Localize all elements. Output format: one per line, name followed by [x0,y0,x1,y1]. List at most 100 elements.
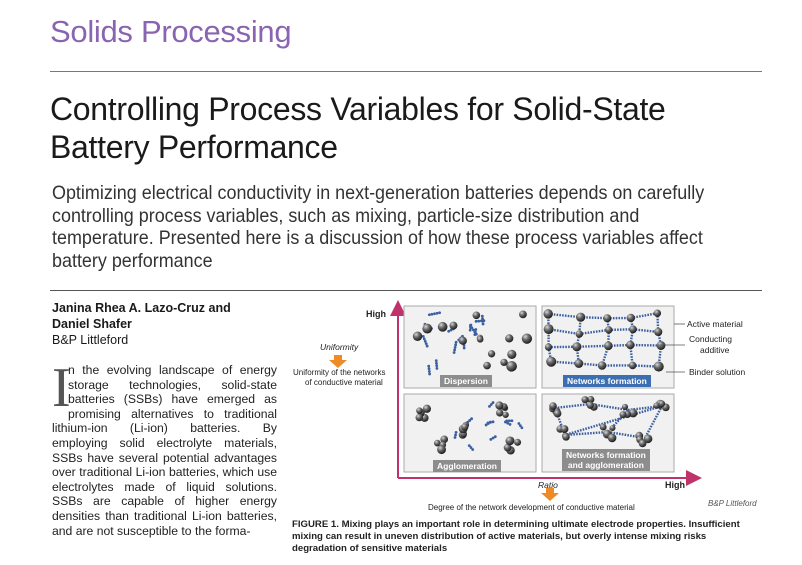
conductive-dot [474,319,478,323]
active-particle [461,423,469,431]
active-particle [519,310,527,319]
conductive-dot [482,319,486,323]
y-axis-label: Uniformity [320,342,359,352]
active-particle [658,400,666,408]
conductive-dot [477,319,481,323]
conductive-dot [422,337,426,341]
conductive-dot [503,420,507,424]
active-particle [496,409,504,417]
ratio-arrow-icon [541,488,559,501]
active-particle [437,445,446,455]
conductive-network [564,430,609,437]
conductive-dot [518,424,522,428]
conductive-dot [453,345,457,349]
conductive-dot [430,312,434,316]
active-particle [543,324,554,335]
active-particle [626,313,636,323]
conductive-dot [435,311,439,315]
image-credit: B&P Littleford [708,499,757,508]
conductive-network [575,333,581,348]
active-particle [415,413,424,422]
active-particle [629,325,637,334]
conductive-network [576,344,609,348]
divider [50,290,762,291]
tag-agglomeration: Agglomeration [433,460,501,472]
y-high-label: High [366,309,386,319]
active-particle [605,326,613,334]
conductive-dot [454,343,458,347]
conductive-dot [427,369,431,373]
panel-dispersion [403,305,537,389]
section-title: Solids Processing [50,14,292,49]
active-particle [483,361,491,370]
active-particle [514,438,522,446]
affiliation: B&P Littleford [52,333,129,347]
active-particle [500,358,508,367]
tag-line-2: and agglomeration [567,460,644,470]
conductive-dot [493,435,497,439]
conductive-dot [480,314,484,318]
conductive-network [630,312,658,320]
conductive-network [608,328,633,332]
conductive-dot [474,332,478,336]
conductive-dot [508,422,512,426]
conductive-network [551,360,579,365]
conductive-dot [468,328,472,332]
author-line-1: Janina Rhea A. Lazo-Cruz and [52,301,231,315]
active-particle [619,411,627,419]
figure-1: High High Uniformity Uniformity of the n… [290,300,760,520]
conductive-dot [462,346,466,350]
body-paragraph: I n the evolving landscape of energy sto… [52,357,277,538]
active-particle [603,314,612,323]
conductive-dot [467,444,471,447]
conductive-dot [491,401,495,404]
active-particle [572,342,582,352]
active-particle [437,321,448,332]
author-line-2: Daniel Shafer [52,317,132,331]
tag-dispersion: Dispersion [440,375,492,387]
conductive-network [548,327,580,336]
active-particle [586,401,594,409]
conductive-dot [491,436,495,440]
conductive-dot [435,364,439,368]
conductive-dot [454,433,457,437]
legend-conducting-1: Conducting [689,334,733,344]
active-particle [546,356,557,367]
active-particle [562,433,570,441]
drop-cap: I [52,357,71,419]
conductive-network [643,405,664,439]
active-particle [416,407,423,414]
y-desc-1: Uniformity of the networks [293,368,386,377]
conductive-dot [506,421,510,425]
active-particle [607,433,617,443]
active-particle [653,402,660,409]
conductive-dot [489,403,493,406]
conductive-network [607,409,629,433]
active-particle [576,312,586,322]
active-particle [549,402,557,410]
figure-caption: FIGURE 1. Mixing plays an important role… [292,519,740,554]
active-particle [440,435,449,444]
byline: Janina Rhea A. Lazo-Cruz and Daniel Shaf… [52,300,231,348]
legend-active: Active material [687,319,743,329]
active-particle [599,423,607,431]
active-particle [422,404,432,413]
conductive-dot [433,312,436,316]
conductive-dot [479,319,483,323]
conductive-dot [435,361,438,365]
conductive-network [630,343,662,347]
active-particle [476,336,484,343]
conductive-dot [435,366,439,370]
conductive-dot [425,344,429,348]
conductive-dot [488,405,491,408]
particles [412,309,670,455]
active-particle [505,436,515,446]
active-particle [654,327,663,337]
conductive-dot [438,311,441,315]
active-particle [656,341,666,350]
conductive-dot [421,335,425,338]
conductive-dot [453,348,457,352]
active-particle [638,439,647,448]
conductive-dot [520,426,524,430]
active-particle [621,403,629,411]
